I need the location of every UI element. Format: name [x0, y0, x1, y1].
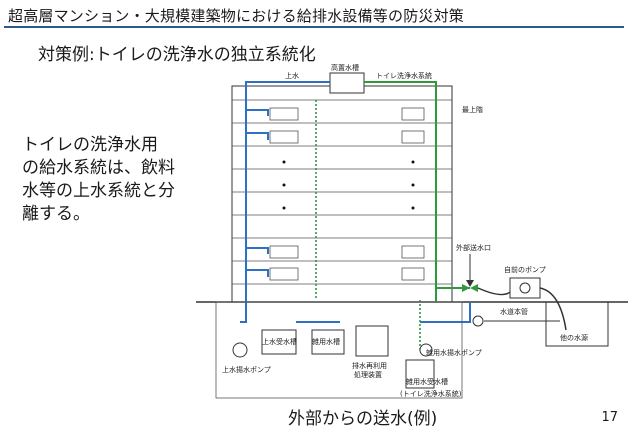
own-pump: [509, 277, 541, 299]
elevated-tank: [329, 72, 365, 94]
potable-tank: [261, 329, 297, 355]
external-inlet-label: 外部送水口: [456, 243, 491, 252]
fixtures-left: [269, 107, 299, 281]
basement-outline: [215, 301, 463, 399]
potable-pump-label: 上水揚水ポンプ: [222, 365, 271, 374]
misc-receive-label: 雑用水受水槽: [406, 377, 448, 386]
inlet-valve-icon-2: [470, 284, 478, 292]
water-main-label: 水道本管: [500, 307, 528, 316]
header-rule: [4, 26, 624, 28]
misc-tank: [311, 329, 345, 355]
reuse-equipment-label-1: 排水再利用: [352, 361, 387, 370]
other-source-pit: [545, 302, 609, 347]
ellipsis-dots: [282, 160, 415, 210]
misc-receive-sublabel: (トイレ洗浄水系統): [400, 389, 462, 398]
misc-receive-tank: [405, 359, 435, 389]
slide-header: 超高層マンション・大規模建築物における給排水設備等の防災対策: [4, 2, 624, 28]
body-text: トイレの洗浄水用 の給水系統は、飲料 水等の上水系統と分 離する。: [22, 134, 242, 226]
fire-hose-line: [477, 287, 513, 296]
slide-subtitle: 対策例:トイレの洗浄水の独立系統化: [38, 45, 316, 65]
inlet-arrowhead: [466, 280, 474, 287]
inlet-valve-icon: [462, 284, 470, 292]
suction-line: [539, 287, 567, 331]
misc-pump-icon: [419, 343, 433, 357]
misc-pump-label: 雑用水揚水ポンプ: [426, 348, 482, 357]
body-line: の給水系統は、飲料: [22, 158, 175, 178]
potable-tank-label: 上水受水槽: [262, 337, 297, 346]
meter-icon: [472, 315, 484, 327]
fixtures-right: [401, 107, 425, 281]
page-number: 17: [601, 410, 618, 425]
other-source-label: 他の水源: [560, 333, 588, 342]
floor-lines: [232, 99, 452, 285]
body-line: 水等の上水系統と分: [22, 181, 175, 201]
toilet-system-label: トイレ洗浄水系統: [376, 71, 432, 80]
body-line: トイレの洗浄水用: [22, 135, 158, 155]
own-pump-icon: [519, 282, 531, 294]
misc-tank-label: 雑用水槽: [312, 337, 340, 346]
toilet-dotted: [315, 100, 421, 350]
figure-caption: 外部からの送水(例): [288, 409, 438, 429]
potable-label: 上水: [285, 71, 299, 80]
potable-lines: [240, 81, 471, 323]
potable-pump-icon: [232, 342, 248, 358]
top-floor-label: 最上階: [462, 105, 483, 114]
reuse-equipment: [355, 325, 389, 357]
elevated-tank-label: 高置水槽: [331, 63, 359, 72]
own-pump-label: 自前のポンプ: [504, 265, 546, 274]
slide-title: 超高層マンション・大規模建築物における給排水設備等の防災対策: [8, 7, 465, 25]
body-line: 離する。: [22, 204, 90, 224]
reuse-equipment-label-2: 処理装置: [354, 370, 382, 379]
